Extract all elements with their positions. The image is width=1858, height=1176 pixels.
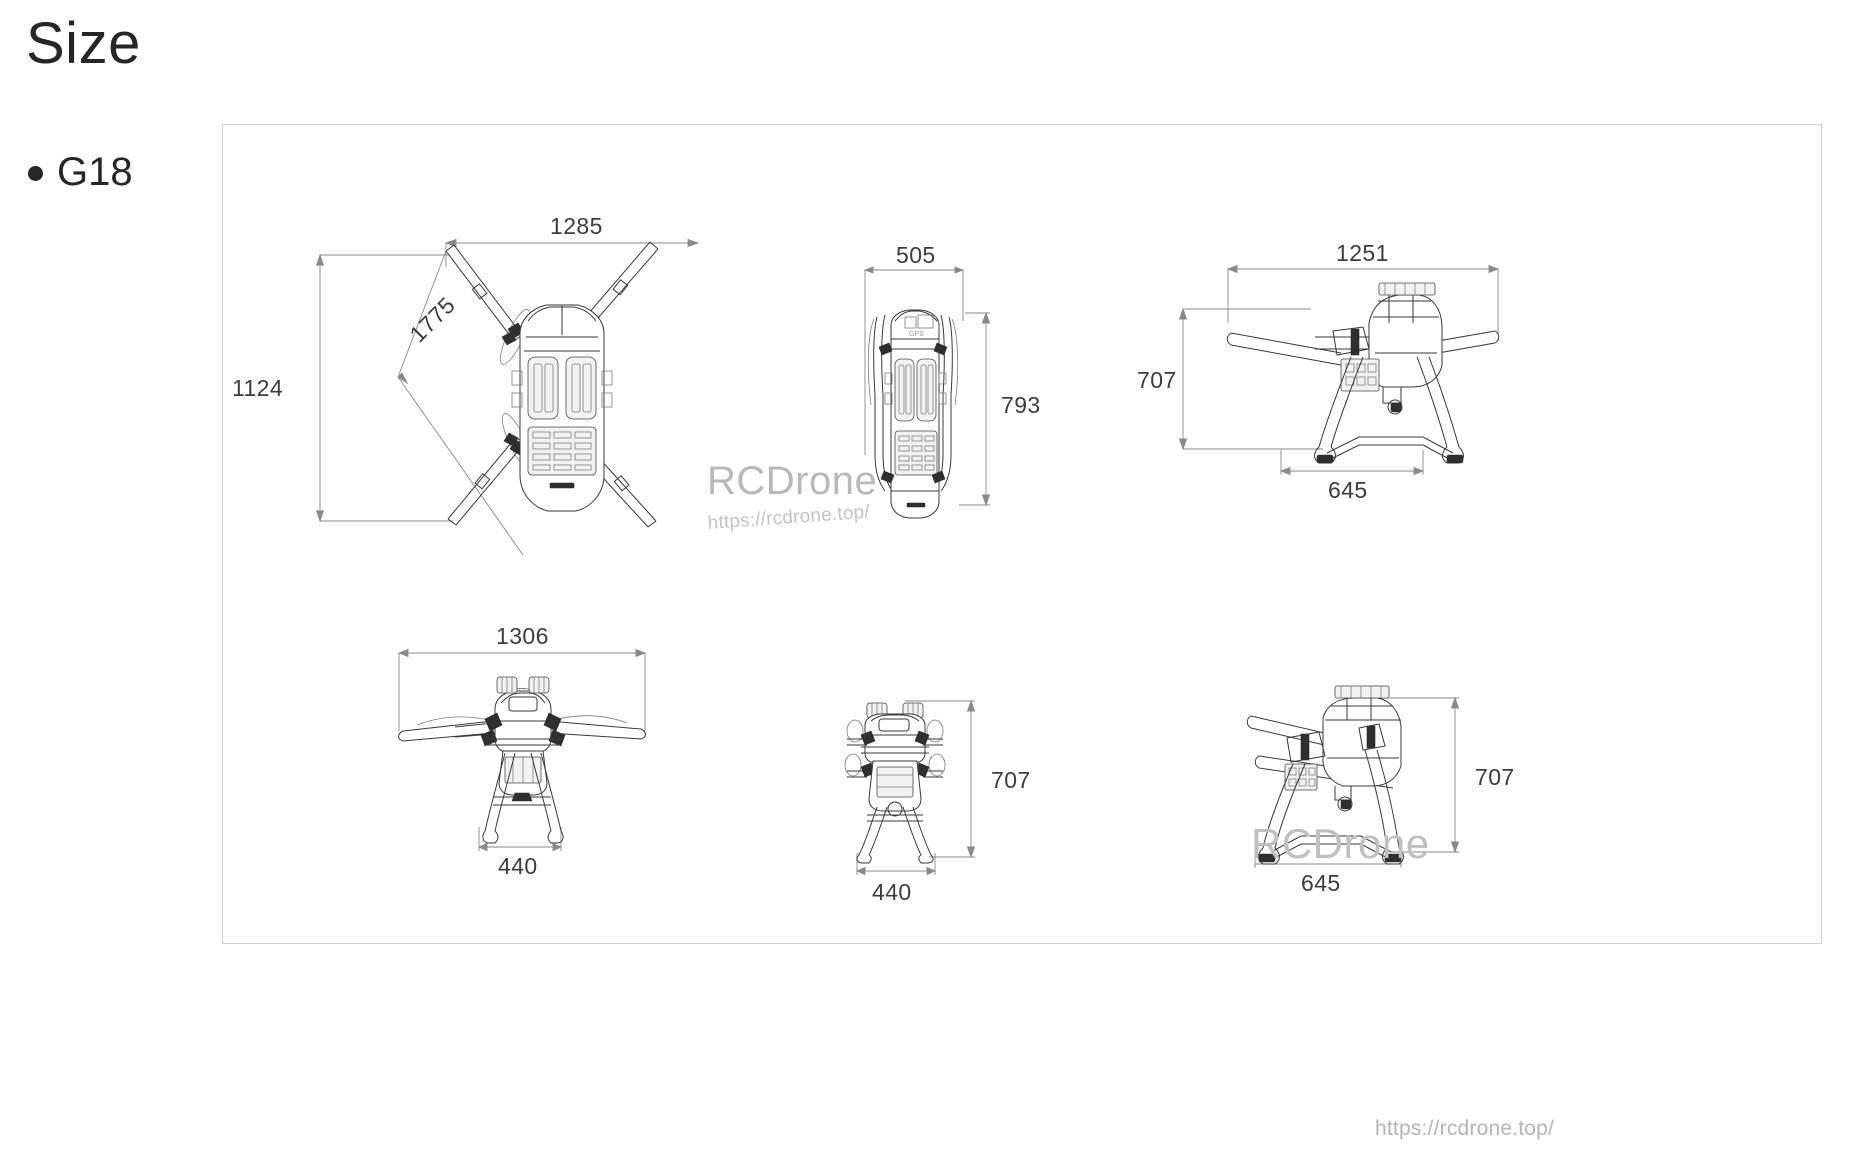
dimension-line-1775 — [397, 250, 524, 556]
pump-nozzle — [1390, 402, 1402, 413]
dim-label-1124: 1124 — [232, 375, 284, 401]
dim-label-793: 793 — [1001, 392, 1041, 418]
folded-side-body-detail — [1325, 698, 1401, 759]
side-fuselage-detail — [1373, 295, 1439, 354]
folded-fuselage-detail — [891, 310, 939, 492]
dim-label-440-front: 440 — [498, 853, 538, 879]
folded-top-rail-slats — [1340, 686, 1382, 698]
folded-front-tank-lines — [877, 774, 913, 788]
battery-cell-lines — [533, 363, 592, 413]
dimension-line-1124 — [315, 253, 453, 523]
folded-front-tank-face — [876, 766, 914, 798]
dim-label-1251: 1251 — [1336, 240, 1389, 266]
dimension-line-1306 — [397, 648, 647, 731]
figure-top-view-folded: GPS — [843, 242, 1043, 565]
landing-skid-bar — [1326, 436, 1454, 462]
dim-label-707-front: 707 — [991, 767, 1031, 793]
folded-front-motors — [860, 730, 930, 778]
figure-front-view-folded: 707 440 — [843, 695, 1043, 905]
front-landing-legs — [482, 752, 564, 844]
folded-side-motor-blocks — [1300, 725, 1376, 761]
dimension-line-1251 — [1226, 264, 1500, 335]
dim-label-707-side: 707 — [1137, 367, 1177, 393]
figure-side-view-unfolded: 1251 707 645 — [1137, 240, 1553, 503]
gps-module — [904, 314, 934, 329]
payload-grid — [527, 426, 597, 476]
dimension-line-645 — [1279, 450, 1425, 476]
dimension-line-707 — [1178, 307, 1323, 451]
folded-side-legs — [1258, 749, 1404, 865]
front-nozzle — [511, 792, 533, 802]
dimension-line-505 — [863, 266, 965, 455]
watermark-corner-url: https://rcdrone.top/ — [1375, 1117, 1555, 1140]
dimension-line-1285 — [444, 238, 700, 267]
figure-side-view-folded: 707 645 — [1243, 680, 1543, 900]
front-motors — [480, 712, 566, 747]
top-cargo-rail — [1378, 282, 1436, 296]
dim-label-1306: 1306 — [496, 623, 549, 649]
nacelle-slats — [501, 677, 545, 693]
folded-front-crossbar — [861, 746, 929, 754]
folding-hinges — [878, 342, 948, 484]
dim-label-1285: 1285 — [550, 213, 603, 239]
folded-front-props — [844, 719, 946, 777]
battery-bays — [527, 356, 597, 420]
folded-top-rail — [1334, 685, 1390, 699]
gps-text-label: GPS — [909, 331, 924, 338]
folded-payload-cells — [898, 435, 935, 471]
model-bullet-row: G18 — [28, 152, 133, 192]
folded-prop-blades — [867, 318, 959, 406]
dimension-line-793 — [959, 311, 991, 507]
figure-top-view-unfolded: 1285 1124 1775 — [232, 213, 700, 575]
front-booms — [398, 720, 646, 742]
page-title: Size — [26, 11, 141, 76]
folded-front-legs — [856, 806, 934, 864]
dim-label-645-side: 645 — [1328, 477, 1368, 503]
dimension-line-440 — [477, 827, 563, 852]
folded-side-skid — [1270, 835, 1392, 861]
folded-front-skid-bar — [867, 814, 923, 822]
folded-front-canopy-detail — [865, 714, 925, 736]
fuselage-detail — [524, 305, 600, 352]
folded-battery-cells — [898, 364, 934, 415]
folded-skid-feet — [1258, 853, 1402, 863]
dim-label-707-folded: 707 — [1475, 764, 1515, 790]
dimension-line-440-folded — [855, 853, 937, 876]
dimension-line-707-front — [905, 699, 976, 859]
control-keypad — [1340, 358, 1380, 392]
dimension-line-645-folded — [1254, 848, 1402, 868]
folded-side-mounts — [884, 372, 947, 405]
folded-pump-nozzle — [1340, 799, 1352, 810]
folded-payload-grid — [894, 430, 938, 476]
front-crossbar — [485, 738, 561, 746]
skid-feet — [1316, 454, 1464, 464]
folded-battery-bays — [894, 358, 937, 422]
dim-label-645-folded: 645 — [1301, 870, 1341, 896]
figure-front-view-unfolded: 1306 440 — [393, 623, 673, 885]
rear-connector — [549, 482, 575, 489]
bullet-dot-icon — [28, 166, 43, 181]
dim-label-440-folded: 440 — [872, 879, 912, 905]
folded-rear-connector — [906, 502, 926, 508]
fuselage-side-mounts — [511, 370, 613, 408]
side-fuselage — [1368, 294, 1443, 388]
payload-grid-cells — [532, 431, 592, 471]
drawings-panel: 1285 1124 1775 — [222, 124, 1822, 944]
model-name-label: G18 — [57, 150, 133, 194]
front-canopy-detail — [495, 692, 551, 722]
folded-front-nozzle — [887, 801, 903, 817]
top-rail-slats — [1384, 283, 1426, 295]
folded-keypad-buttons — [1288, 767, 1316, 787]
dim-label-505: 505 — [896, 242, 936, 268]
